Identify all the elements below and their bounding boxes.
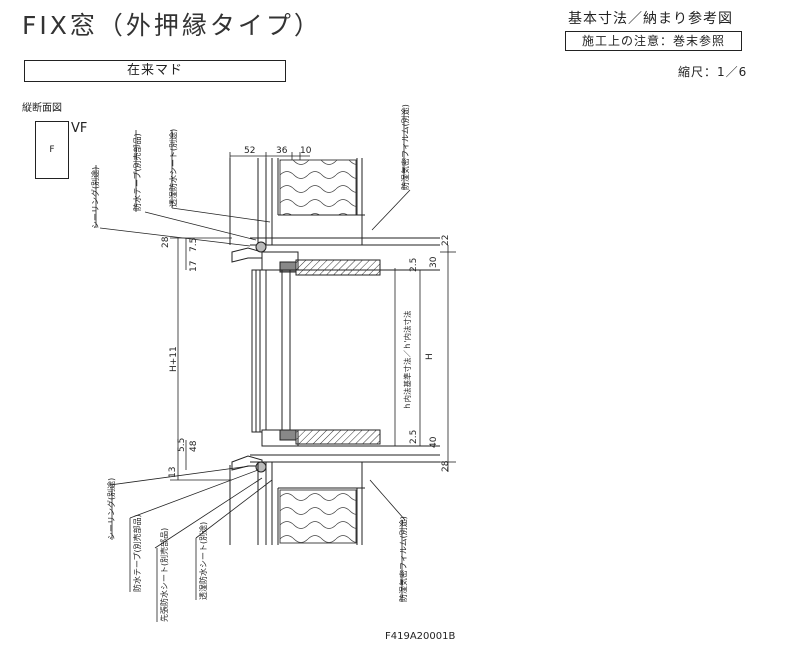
top-dimensions: 52 36 10 — [229, 146, 312, 160]
callout-bottom-waterproof-tape: 防水テープ(別売部品) — [132, 514, 142, 592]
top-wall — [229, 158, 440, 246]
bottom-callouts: シーリング(別途) 防水テープ(別売部品) 先張防水シート(別売部品) 透湿防水… — [106, 465, 408, 622]
window-type-code: VF — [71, 121, 88, 136]
callout-top-breathable-sheet: 透湿防水シート(別途) — [168, 129, 178, 207]
callout-bottom-vapor-film: 防湿気密フィルム(別途) — [398, 516, 408, 602]
dim-right-28: 28 — [441, 460, 451, 472]
dim-right-40: 40 — [429, 436, 439, 448]
callout-bottom-sealing: シーリング(別途) — [106, 478, 116, 540]
dim-right-30: 30 — [429, 256, 439, 268]
top-callouts: シーリング(別途) 防水テープ(別売部品) 透湿防水シート(別途) 防湿気密フィ… — [90, 104, 411, 247]
window-type-icon: F — [35, 121, 69, 179]
dim-top-3: 10 — [300, 146, 312, 156]
callout-bottom-pre-waterproof-sheet: 先張防水シート(別売部品) — [159, 528, 169, 622]
left-dimensions: 28 7.5 17 H+11 5.5 48 13 — [161, 236, 232, 481]
dim-left-h11: H+11 — [169, 346, 179, 372]
dim-inner-label: ｈ内法基準寸法／ｈ'内法寸法 — [402, 310, 412, 410]
construction-note-box: 施工上の注意：巻末参照 — [565, 31, 742, 51]
page-title: FIX窓（外押縁タイプ） — [22, 11, 322, 40]
drawing-code: F419A20001B — [385, 631, 456, 642]
callout-top-waterproof-tape: 防水テープ(別売部品) — [132, 133, 142, 211]
glass-pane — [251, 269, 291, 433]
callout-top-vapor-film: 防湿気密フィルム(別途) — [400, 104, 410, 190]
bottom-wall — [229, 454, 440, 545]
scale-label: 縮尺：1／6 — [678, 65, 748, 79]
right-dimensions: 22 30 2.5 2.5 40 28 H ｈ内法基準寸法／ｈ'内法寸法 — [394, 235, 456, 472]
dim-right-2-5-top: 2.5 — [409, 258, 419, 272]
top-frame — [231, 241, 440, 276]
drawing-subtitle: 基本寸法／納まり参考図 — [568, 11, 733, 27]
dim-left-17: 17 — [189, 261, 199, 272]
dim-left-7-5: 7.5 — [189, 238, 199, 252]
bottom-frame — [231, 429, 440, 473]
dim-inner-h: H — [425, 353, 435, 360]
dim-top-2: 36 — [276, 146, 288, 156]
callout-bottom-breathable-sheet: 透湿防水シート(別途) — [198, 522, 208, 600]
dim-left-5-5: 5.5 — [177, 438, 187, 452]
dim-left-28-top: 28 — [161, 236, 171, 248]
section-label: 縦断面図 — [22, 103, 62, 114]
frame-type-box: 在来マド — [24, 60, 286, 82]
dim-right-2-5-bottom: 2.5 — [409, 430, 419, 444]
dim-left-48: 48 — [189, 440, 199, 452]
dim-right-22: 22 — [441, 235, 451, 246]
dim-left-13: 13 — [168, 467, 178, 478]
dim-top-1: 52 — [244, 146, 255, 156]
callout-top-sealing: シーリング(別途) — [90, 167, 100, 229]
